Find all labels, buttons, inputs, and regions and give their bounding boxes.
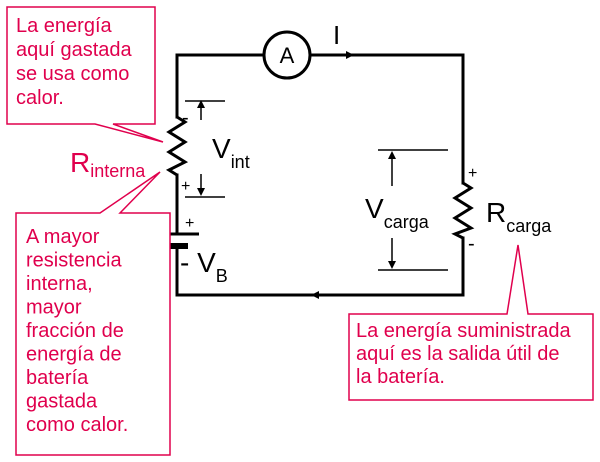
callout-bottom-right-text: La energía suministrada aquí es la salid… xyxy=(356,320,576,388)
battery-plus: + xyxy=(185,215,194,232)
r-carga-minus: - xyxy=(468,233,475,255)
ammeter-circle xyxy=(262,30,312,80)
current-label: I xyxy=(333,20,340,50)
v-int-marker xyxy=(185,100,225,198)
load-resistor xyxy=(451,181,475,240)
callout-bottom-left-text: A mayor resistencia interna, mayor fracc… xyxy=(26,226,129,436)
v-int-label: Vint xyxy=(212,133,250,172)
v-int-plus: + xyxy=(181,178,190,195)
v-carga-label: Vcarga xyxy=(365,193,430,232)
v-int-minus: - xyxy=(182,107,189,129)
battery-voltage-label: - VB xyxy=(180,247,228,286)
callout-bottom-right-box xyxy=(348,244,594,401)
internal-resistor xyxy=(165,115,189,177)
v-carga-marker xyxy=(378,149,448,271)
r-interna-label: Rinterna xyxy=(70,147,146,181)
callout-top-left-box xyxy=(6,6,164,143)
callout-top-left-text: La energía aquí gastada se usa como calo… xyxy=(16,15,137,109)
circuit-wires xyxy=(175,53,465,297)
ammeter-label: A xyxy=(280,43,295,68)
r-carga-label: Rcarga xyxy=(486,197,552,236)
callout-bottom-left-box xyxy=(15,171,171,456)
r-carga-plus: + xyxy=(468,165,477,182)
